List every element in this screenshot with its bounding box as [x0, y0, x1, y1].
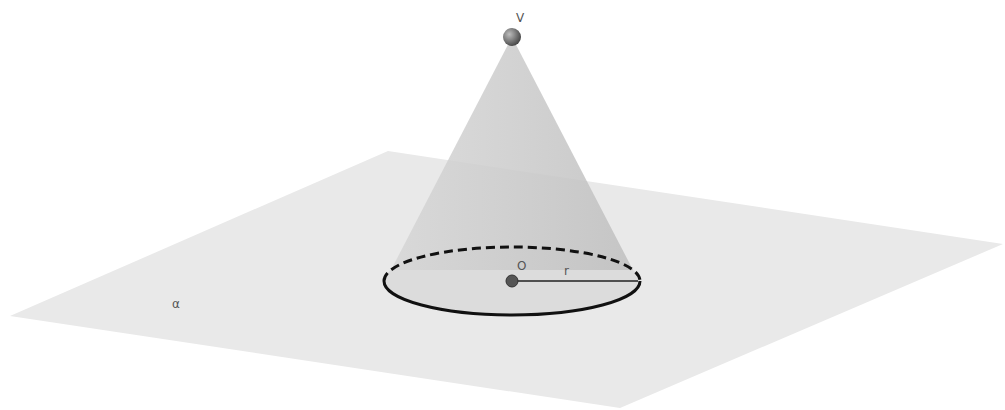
apex-point — [503, 28, 521, 46]
cone-surface — [391, 37, 633, 270]
apex-label: V — [516, 12, 524, 24]
radius-line — [512, 280, 638, 282]
plane-label: α — [172, 298, 180, 310]
center-point — [506, 275, 518, 287]
radius-label: r — [564, 265, 569, 277]
center-label: O — [517, 260, 526, 272]
